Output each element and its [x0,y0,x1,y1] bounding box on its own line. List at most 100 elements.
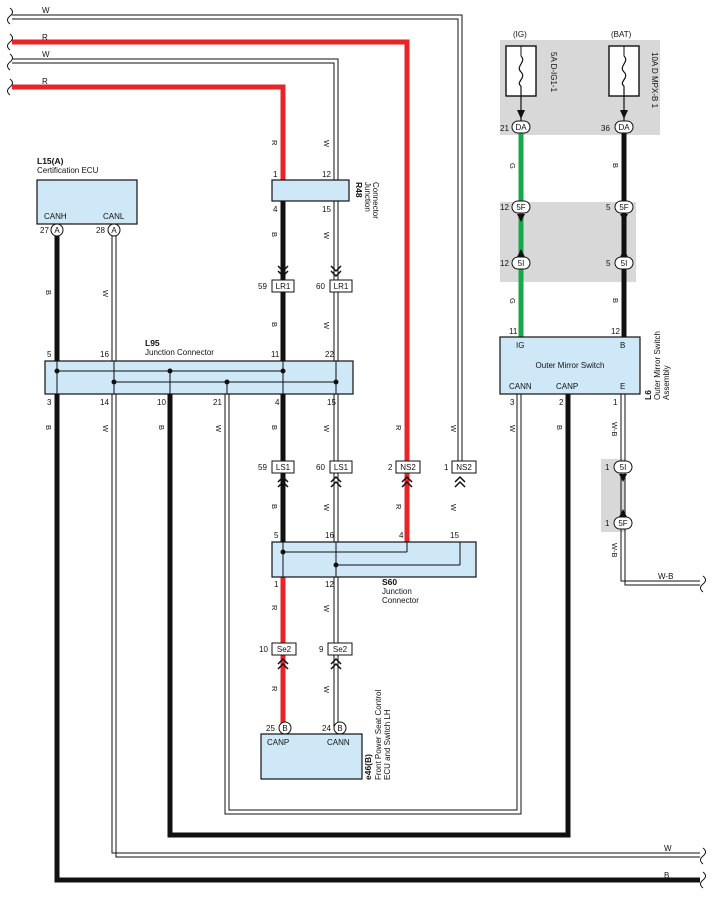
s60-pin-5: 5 [274,531,279,540]
wire-label-b-l95-4: B [270,425,279,430]
l95-pin-10: 10 [157,398,166,407]
connector-e-5f: 5F [613,509,633,530]
s60-pin-15: 15 [450,531,459,540]
ls1-60-box [329,460,353,474]
l6-pin-2: 2 [559,398,564,407]
s60-junction-dots [280,549,339,568]
svg-text:DA: DA [618,123,630,132]
pin-e-5f-1: 1 [605,519,610,528]
wire-label-b-canp: B [555,425,564,430]
wire-label-w-se2: W [322,605,331,613]
connector-5i-12: 5I [511,249,531,270]
pin-5i-5: 5 [606,259,611,268]
e46-pin-24: 24 [322,724,331,733]
wire-label-w-l95-21: W [214,425,223,433]
connector-5f-5: 5F [614,200,634,222]
lr1-59-box [271,279,295,293]
ns2-1-box [451,460,477,474]
l15-pin-28: 28 [96,226,105,235]
wire-label-w-cann: W [508,425,517,433]
wire-label-r-ns2: R [394,425,403,431]
wire-label-b-bat2: B [611,298,620,303]
wire-top-w1 [12,14,463,461]
r48-id: R48 [354,182,364,198]
se2-pin-9: 9 [319,645,324,654]
l95-pin-4: 4 [275,398,280,407]
fuse-ig-label: (IG) [513,30,527,39]
l15-id: L15(A) [37,156,64,166]
l6-b: B [620,341,625,350]
connector-5i-5: 5I [614,249,634,270]
l95-name: Junction Connector [145,348,214,357]
svg-text:5F: 5F [618,519,627,528]
top-wire-label-4: R [42,77,48,86]
r48-name2: Connector [371,182,380,219]
wire-label-w1: W [322,140,331,148]
wire-label-wb-e1: W-B [610,422,619,436]
lr1-60-box [329,279,353,293]
connector-5f-12: 5F [511,200,531,222]
r48-pin-15: 15 [322,205,331,214]
se2-10-label: Se2 [277,645,292,654]
ls1-pin-59: 59 [258,463,267,472]
ns2-2-label: NS2 [400,463,416,472]
pin-5i-12: 12 [500,259,509,268]
pin-da-21: 21 [500,124,509,133]
wire-label-b-s60: B [270,504,279,509]
e46-pin-b-cann: B [333,721,347,735]
l6-ig: IG [516,341,524,350]
ls1-59-box [271,460,295,474]
s60-pin-16: 16 [325,531,334,540]
l6-box [499,336,641,395]
l95-pin-5: 5 [47,350,52,359]
wire-label-canh-b: B [44,290,53,295]
wire-label-b2: B [270,322,279,327]
s60-pin-12: 12 [325,580,334,589]
svg-text:5I: 5I [620,463,627,472]
r48-box [271,179,350,202]
lr1-60-label: LR1 [334,282,349,291]
r48-name1: Junction [363,182,372,212]
svg-text:A: A [111,226,117,235]
se2-pin-10: 10 [259,645,268,654]
wire-label-g2: G [508,298,517,304]
fuse-ig-name: 5A D-IG1-1 [549,52,558,93]
lr1-59-label: LR1 [276,282,291,291]
wire-label-r1: R [270,140,279,146]
l95-pin-3: 3 [47,398,52,407]
l6-name1: Outer Mirror Switch [653,331,662,400]
svg-text:5I: 5I [621,259,628,268]
wire-label-w-l95-14: W [101,425,110,433]
r48-pin-4: 4 [273,205,278,214]
svg-text:A: A [54,226,60,235]
connector-da-21: DA [511,120,531,134]
e46-box [260,733,363,780]
l15-canh: CANH [44,212,67,221]
wb-wire-label-h: W-B [658,572,673,581]
svg-text:B: B [282,724,287,733]
fuse-bat [608,45,640,121]
l6-pin-3: 3 [510,398,515,407]
l95-pin-16: 16 [100,350,109,359]
s60-pin-4: 4 [399,531,404,540]
wire-label-b1: B [270,232,279,237]
wire-canl [111,236,117,361]
lr1-pin-60: 60 [316,282,325,291]
e46-id: e46(B) [363,754,373,780]
wire-label-g1: G [508,163,517,169]
se2-9-box [327,642,353,656]
l15-canl: CANL [103,212,125,221]
fuse-bat-label: (BAT) [611,30,632,39]
l95-pin-11: 11 [271,350,280,359]
wire-l95-21 [224,394,522,815]
ns2-pin-1: 1 [444,463,449,472]
lr1-pin-59: 59 [258,282,267,291]
l15-pin-27: 27 [40,226,49,235]
svg-text:5F: 5F [516,203,525,212]
l6-pin-1: 1 [613,398,618,407]
top-wire-label-2: R [42,33,48,42]
svg-text:B: B [337,724,342,733]
l6-pin-11: 11 [509,327,518,336]
left-break-marks [7,7,13,96]
wire-black [54,133,700,883]
